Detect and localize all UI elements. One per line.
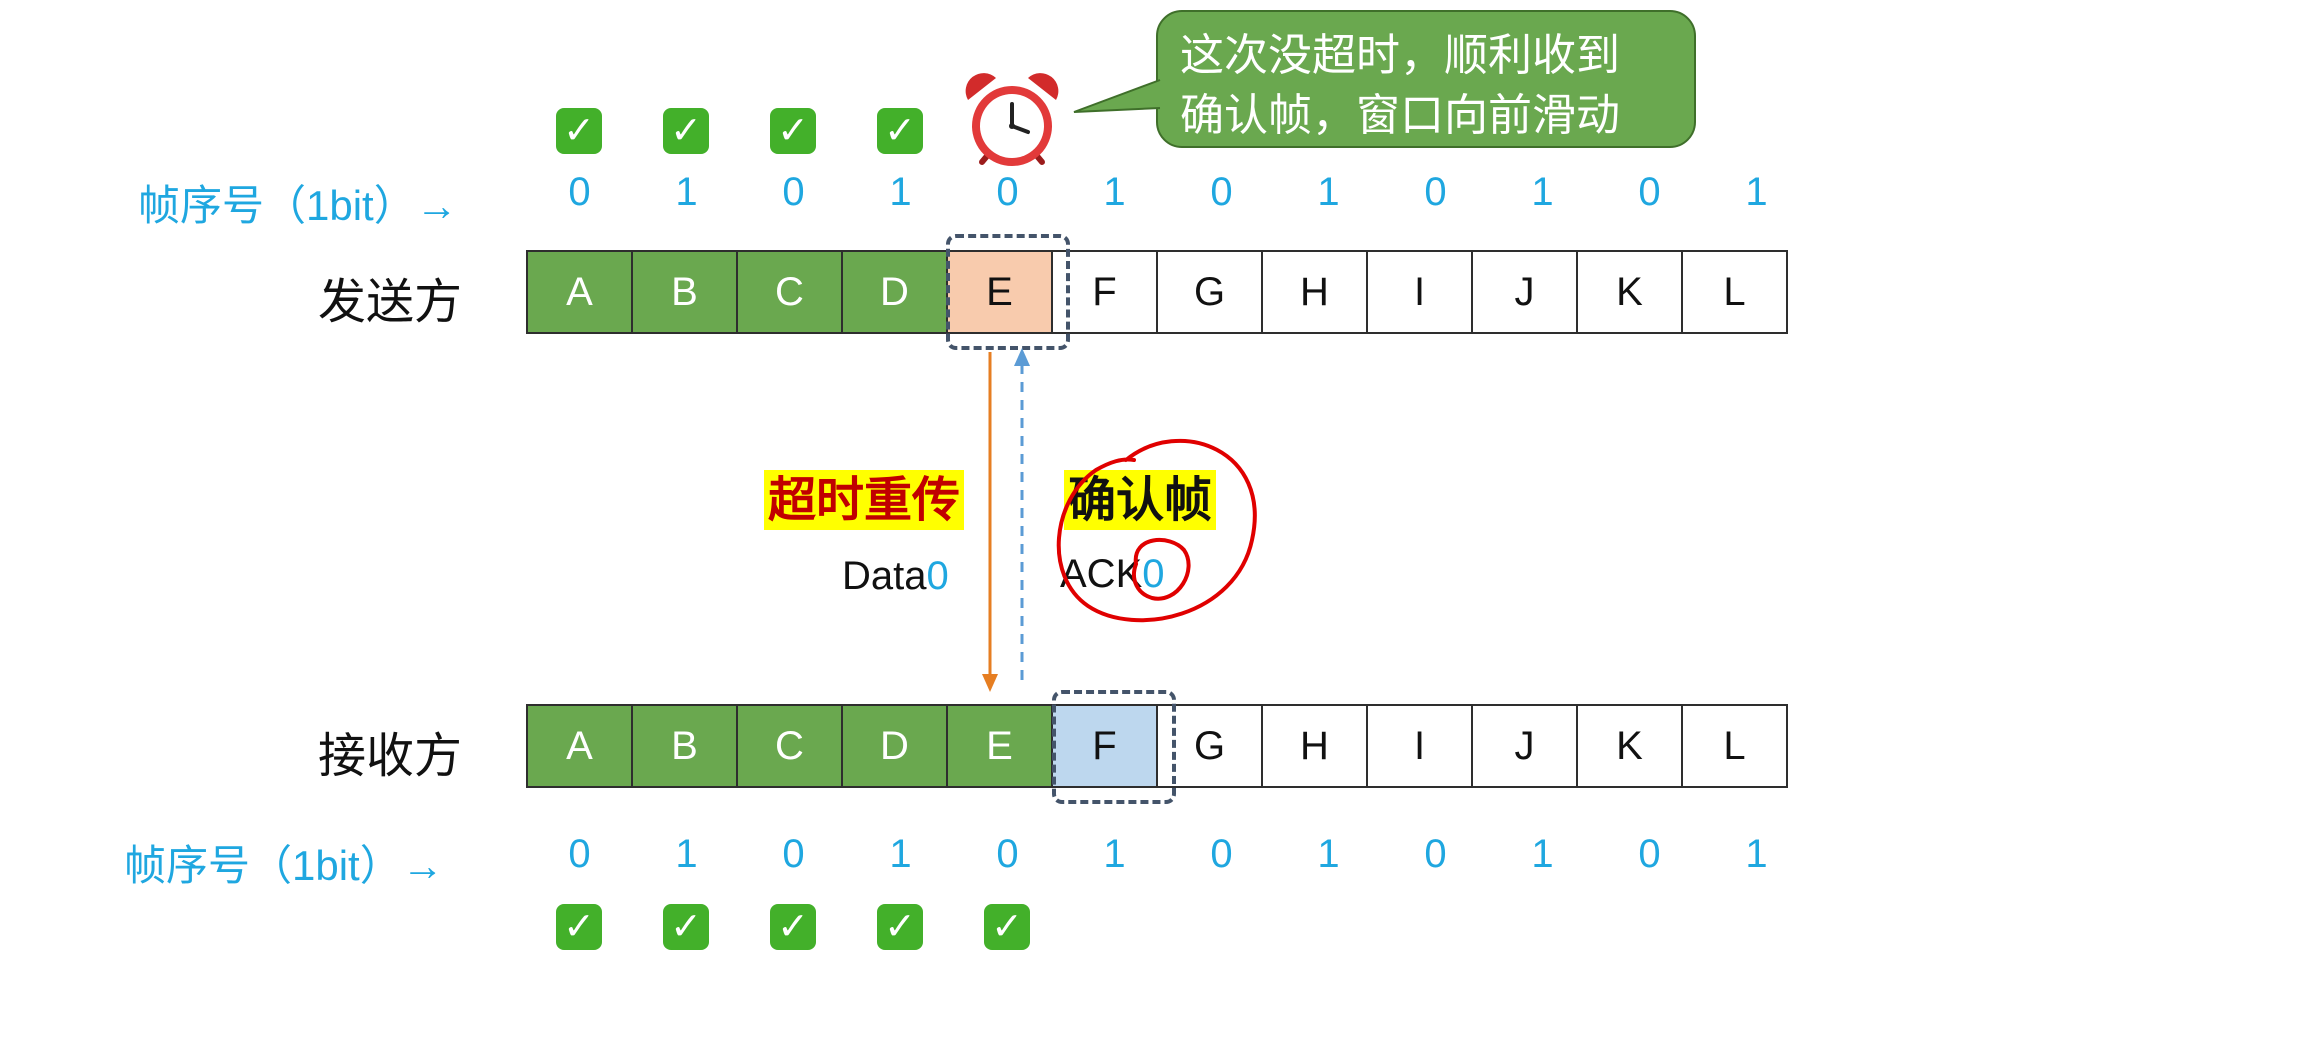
sender-seq-row: 0 1 0 1 0 1 0 1 0 1 0 1 bbox=[526, 168, 1810, 216]
receiver-check-icon: ✓ bbox=[770, 904, 816, 950]
receiver-seq-num: 0 bbox=[568, 832, 591, 876]
sender-frame: C bbox=[736, 250, 843, 334]
receiver-frame: B bbox=[631, 704, 738, 788]
sender-seq-num: 0 bbox=[782, 170, 805, 214]
sender-window bbox=[946, 234, 1070, 350]
receiver-seq-num: 1 bbox=[1317, 832, 1340, 876]
retransmit-title: 超时重传 bbox=[764, 470, 965, 530]
receiver-frame: L bbox=[1681, 704, 1788, 788]
receiver-window bbox=[1052, 690, 1176, 804]
ack-title: 确认帧 bbox=[1064, 470, 1217, 530]
sender-seq-label: 帧序号（1bit）→ bbox=[138, 182, 458, 229]
bubble-line-1: 这次没超时，顺利收到 bbox=[1180, 30, 1620, 81]
sender-seq-num: 1 bbox=[889, 170, 912, 214]
sender-seq-num: 0 bbox=[1210, 170, 1233, 214]
sender-seq-num: 0 bbox=[1424, 170, 1447, 214]
sender-seq-num: 1 bbox=[1103, 170, 1126, 214]
receiver-frame: A bbox=[526, 704, 633, 788]
receiver-frame: E bbox=[946, 704, 1053, 788]
receiver-check-icon: ✓ bbox=[984, 904, 1030, 950]
receiver-check-icon: ✓ bbox=[663, 904, 709, 950]
receiver-seq-num: 1 bbox=[1103, 832, 1126, 876]
data-frame-label: Data0 bbox=[842, 554, 949, 599]
sender-seq-num: 1 bbox=[1531, 170, 1554, 214]
red-annotation bbox=[1056, 438, 1257, 623]
sender-frame: I bbox=[1366, 250, 1473, 334]
sender-seq-num: 0 bbox=[568, 170, 591, 214]
receiver-seq-row: 0 1 0 1 0 1 0 1 0 1 0 1 bbox=[526, 830, 1810, 878]
receiver-frame-row: A B C D E F G H I J K L bbox=[526, 704, 1788, 788]
receiver-seq-label: 帧序号（1bit）→ bbox=[124, 842, 444, 889]
receiver-seq-num: 1 bbox=[889, 832, 912, 876]
sender-check-icon: ✓ bbox=[877, 108, 923, 154]
sender-seq-num: 1 bbox=[1745, 170, 1768, 214]
receiver-frame-expected: F bbox=[1051, 704, 1158, 788]
receiver-seq-num: 0 bbox=[782, 832, 805, 876]
sender-frame: K bbox=[1576, 250, 1683, 334]
receiver-frame: C bbox=[736, 704, 843, 788]
receiver-check-icon: ✓ bbox=[556, 904, 602, 950]
sender-check-icon: ✓ bbox=[663, 108, 709, 154]
sender-frame: D bbox=[841, 250, 948, 334]
receiver-seq-num: 0 bbox=[996, 832, 1019, 876]
sender-frame: B bbox=[631, 250, 738, 334]
sender-label: 发送方 bbox=[318, 274, 463, 330]
alarm-clock-icon bbox=[965, 73, 1059, 166]
data-arrowhead bbox=[982, 674, 998, 692]
receiver-seq-num: 1 bbox=[1745, 832, 1768, 876]
receiver-seq-num: 1 bbox=[675, 832, 698, 876]
data-num: 0 bbox=[926, 554, 949, 598]
receiver-label: 接收方 bbox=[318, 728, 463, 784]
receiver-seq-num: 0 bbox=[1638, 832, 1661, 876]
sender-frame: L bbox=[1681, 250, 1788, 334]
receiver-seq-num: 1 bbox=[1531, 832, 1554, 876]
receiver-check-icon: ✓ bbox=[877, 904, 923, 950]
receiver-seq-num: 0 bbox=[1210, 832, 1233, 876]
ack-frame-label: ACK0 bbox=[1060, 552, 1165, 597]
sender-seq-num: 1 bbox=[1317, 170, 1340, 214]
receiver-frame: J bbox=[1471, 704, 1578, 788]
sender-check-icon: ✓ bbox=[770, 108, 816, 154]
sender-frame: A bbox=[526, 250, 633, 334]
sender-seq-num: 1 bbox=[675, 170, 698, 214]
data-label: Data bbox=[842, 554, 927, 598]
ack-num: 0 bbox=[1142, 552, 1165, 596]
receiver-frame: K bbox=[1576, 704, 1683, 788]
speech-bubble: 这次没超时，顺利收到 确认帧，窗口向前滑动 bbox=[1156, 10, 1696, 148]
receiver-frame: I bbox=[1366, 704, 1473, 788]
sender-frame-row: A B C D E F G H I J K L bbox=[526, 250, 1788, 334]
ack-arrowhead bbox=[1014, 348, 1030, 366]
sender-frame: H bbox=[1261, 250, 1368, 334]
transmission-arrows bbox=[982, 348, 1030, 692]
sender-check-icon: ✓ bbox=[556, 108, 602, 154]
sender-frame: G bbox=[1156, 250, 1263, 334]
receiver-seq-num: 0 bbox=[1424, 832, 1447, 876]
bubble-line-2: 确认帧，窗口向前滑动 bbox=[1180, 90, 1620, 141]
bubble-tail bbox=[1073, 79, 1161, 113]
sender-seq-num: 0 bbox=[996, 170, 1019, 214]
receiver-frame: H bbox=[1261, 704, 1368, 788]
receiver-frame: D bbox=[841, 704, 948, 788]
sender-frame: J bbox=[1471, 250, 1578, 334]
ack-label: ACK bbox=[1060, 552, 1143, 596]
sender-seq-num: 0 bbox=[1638, 170, 1661, 214]
